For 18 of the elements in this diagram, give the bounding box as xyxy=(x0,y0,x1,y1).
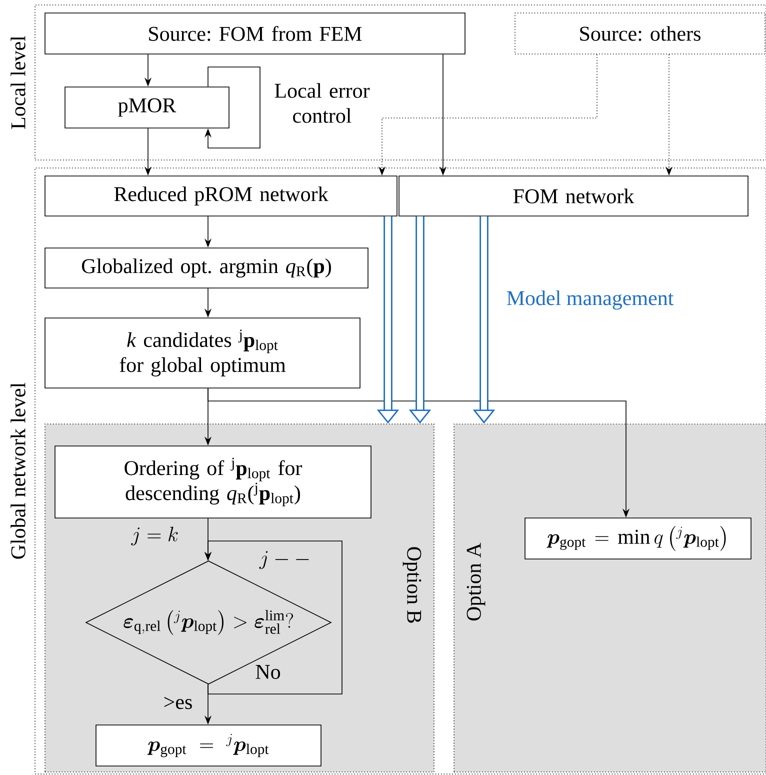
process-box: $\boldsymbol{p}_{\mathrm{gopt}}={}^{j}\boldsymbol{p}_{\mathrm{lopt}}$ xyxy=(96,724,322,766)
edge-label: $j=k$ xyxy=(130,526,180,546)
process-box: $\boldsymbol{p}_{\mathrm{gopt}}=\min q\left({}^{j}\boldsymbol{p}_{\mathrm{lopt}}\right)$ xyxy=(524,518,752,560)
source-box: Source: others xyxy=(514,12,766,54)
annotation-text: Model management xyxy=(506,290,674,310)
process-box: Source: FOM from FEM xyxy=(44,12,466,54)
node-label: Local level xyxy=(10,36,26,129)
process-box: k candidates $^{j}$p$_{lopt}$ for global optimum xyxy=(44,318,360,388)
process-box: pMOR xyxy=(64,86,230,128)
arrow xyxy=(204,66,260,148)
edge-label: No xyxy=(254,664,282,680)
edge-label: Local error control xyxy=(274,83,370,123)
process-box: FOM network xyxy=(398,176,748,216)
node-label: Global network level xyxy=(10,382,26,559)
process-box: Reduced pROM network xyxy=(44,176,398,216)
process-box: Ordering of $^{j}$p$_{lopt}$ for descending q$_{R}$($^{j}$p$_{lopt}$) xyxy=(54,446,372,518)
edge-label: >es xyxy=(162,696,194,710)
process-box: Globalized opt. argmin q$_{R}$(p) xyxy=(44,248,368,288)
